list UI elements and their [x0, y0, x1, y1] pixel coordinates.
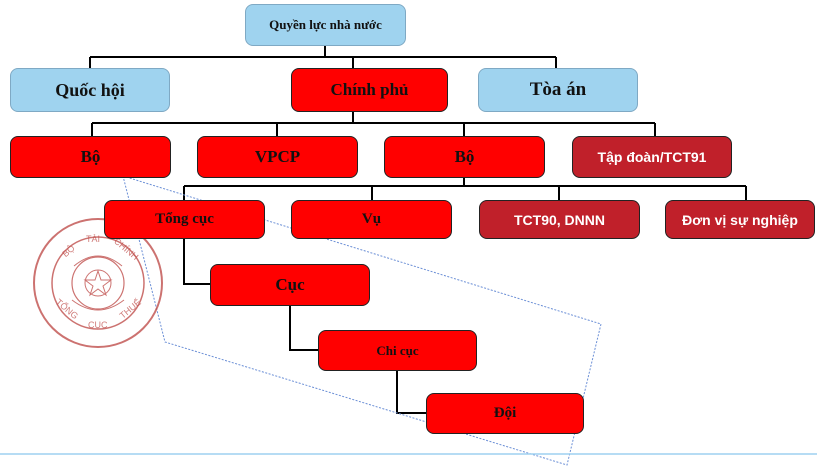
connector-chain-1 [183, 239, 210, 285]
dashed-highlight-frame [122, 175, 602, 466]
node-cuc: Cục [210, 264, 370, 306]
node-corporation-91: Tập đoàn/TCT91 [572, 136, 732, 178]
node-doi: Đội [426, 393, 584, 434]
seal-stamp [33, 218, 163, 348]
node-state-power: Quyền lực nhà nước [245, 4, 406, 46]
node-vpcp: VPCP [197, 136, 358, 178]
connector-chain-2 [289, 306, 318, 351]
node-government: Chính phủ [291, 68, 448, 112]
node-ministry-2: Bộ [384, 136, 545, 178]
node-national-assembly: Quốc hội [10, 68, 170, 112]
node-ministry-1: Bộ [10, 136, 171, 178]
connector-chain-3 [396, 371, 426, 414]
node-department-vu: Vụ [291, 200, 452, 239]
node-public-service-unit: Đơn vị sự nghiệp [665, 200, 815, 239]
node-tct90-dnnn: TCT90, DNNN [479, 200, 640, 239]
node-court: Tòa án [478, 68, 638, 112]
node-chi-cuc: Chi cục [318, 330, 477, 371]
seal-text: BỘ TÀI CHÍNH TỔNG CỤC THUẾ [53, 234, 143, 330]
node-general-department: Tổng cục [104, 200, 265, 239]
